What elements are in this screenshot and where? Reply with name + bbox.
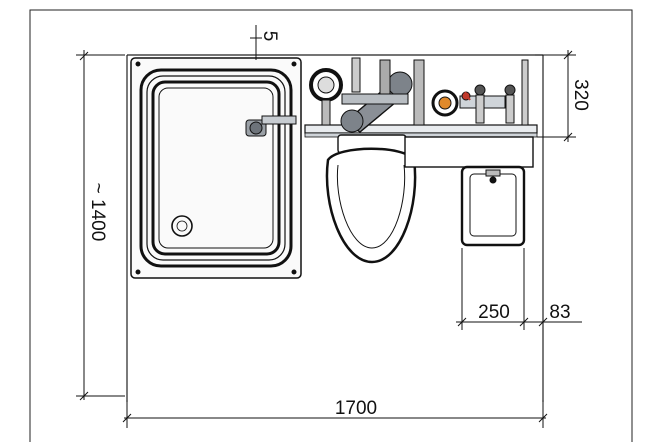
- dimension-lines: [76, 25, 582, 428]
- wash-basin: [404, 136, 534, 247]
- dimension-basin-offset: 83: [549, 302, 570, 323]
- dimension-width-total: 1700: [335, 398, 377, 419]
- room-walls: [126, 54, 544, 402]
- drawing-frame: [29, 9, 633, 442]
- piping-assembly: [309, 57, 529, 133]
- toilet: [325, 134, 417, 264]
- dimension-service-depth: 320: [570, 79, 591, 111]
- dimension-top-gap: 5: [259, 31, 280, 42]
- shower-tray: [130, 57, 302, 279]
- shower-mixer: [245, 115, 297, 137]
- dimension-depth-total: ~ 1400: [87, 183, 108, 242]
- dimension-basin-width: 250: [478, 302, 510, 323]
